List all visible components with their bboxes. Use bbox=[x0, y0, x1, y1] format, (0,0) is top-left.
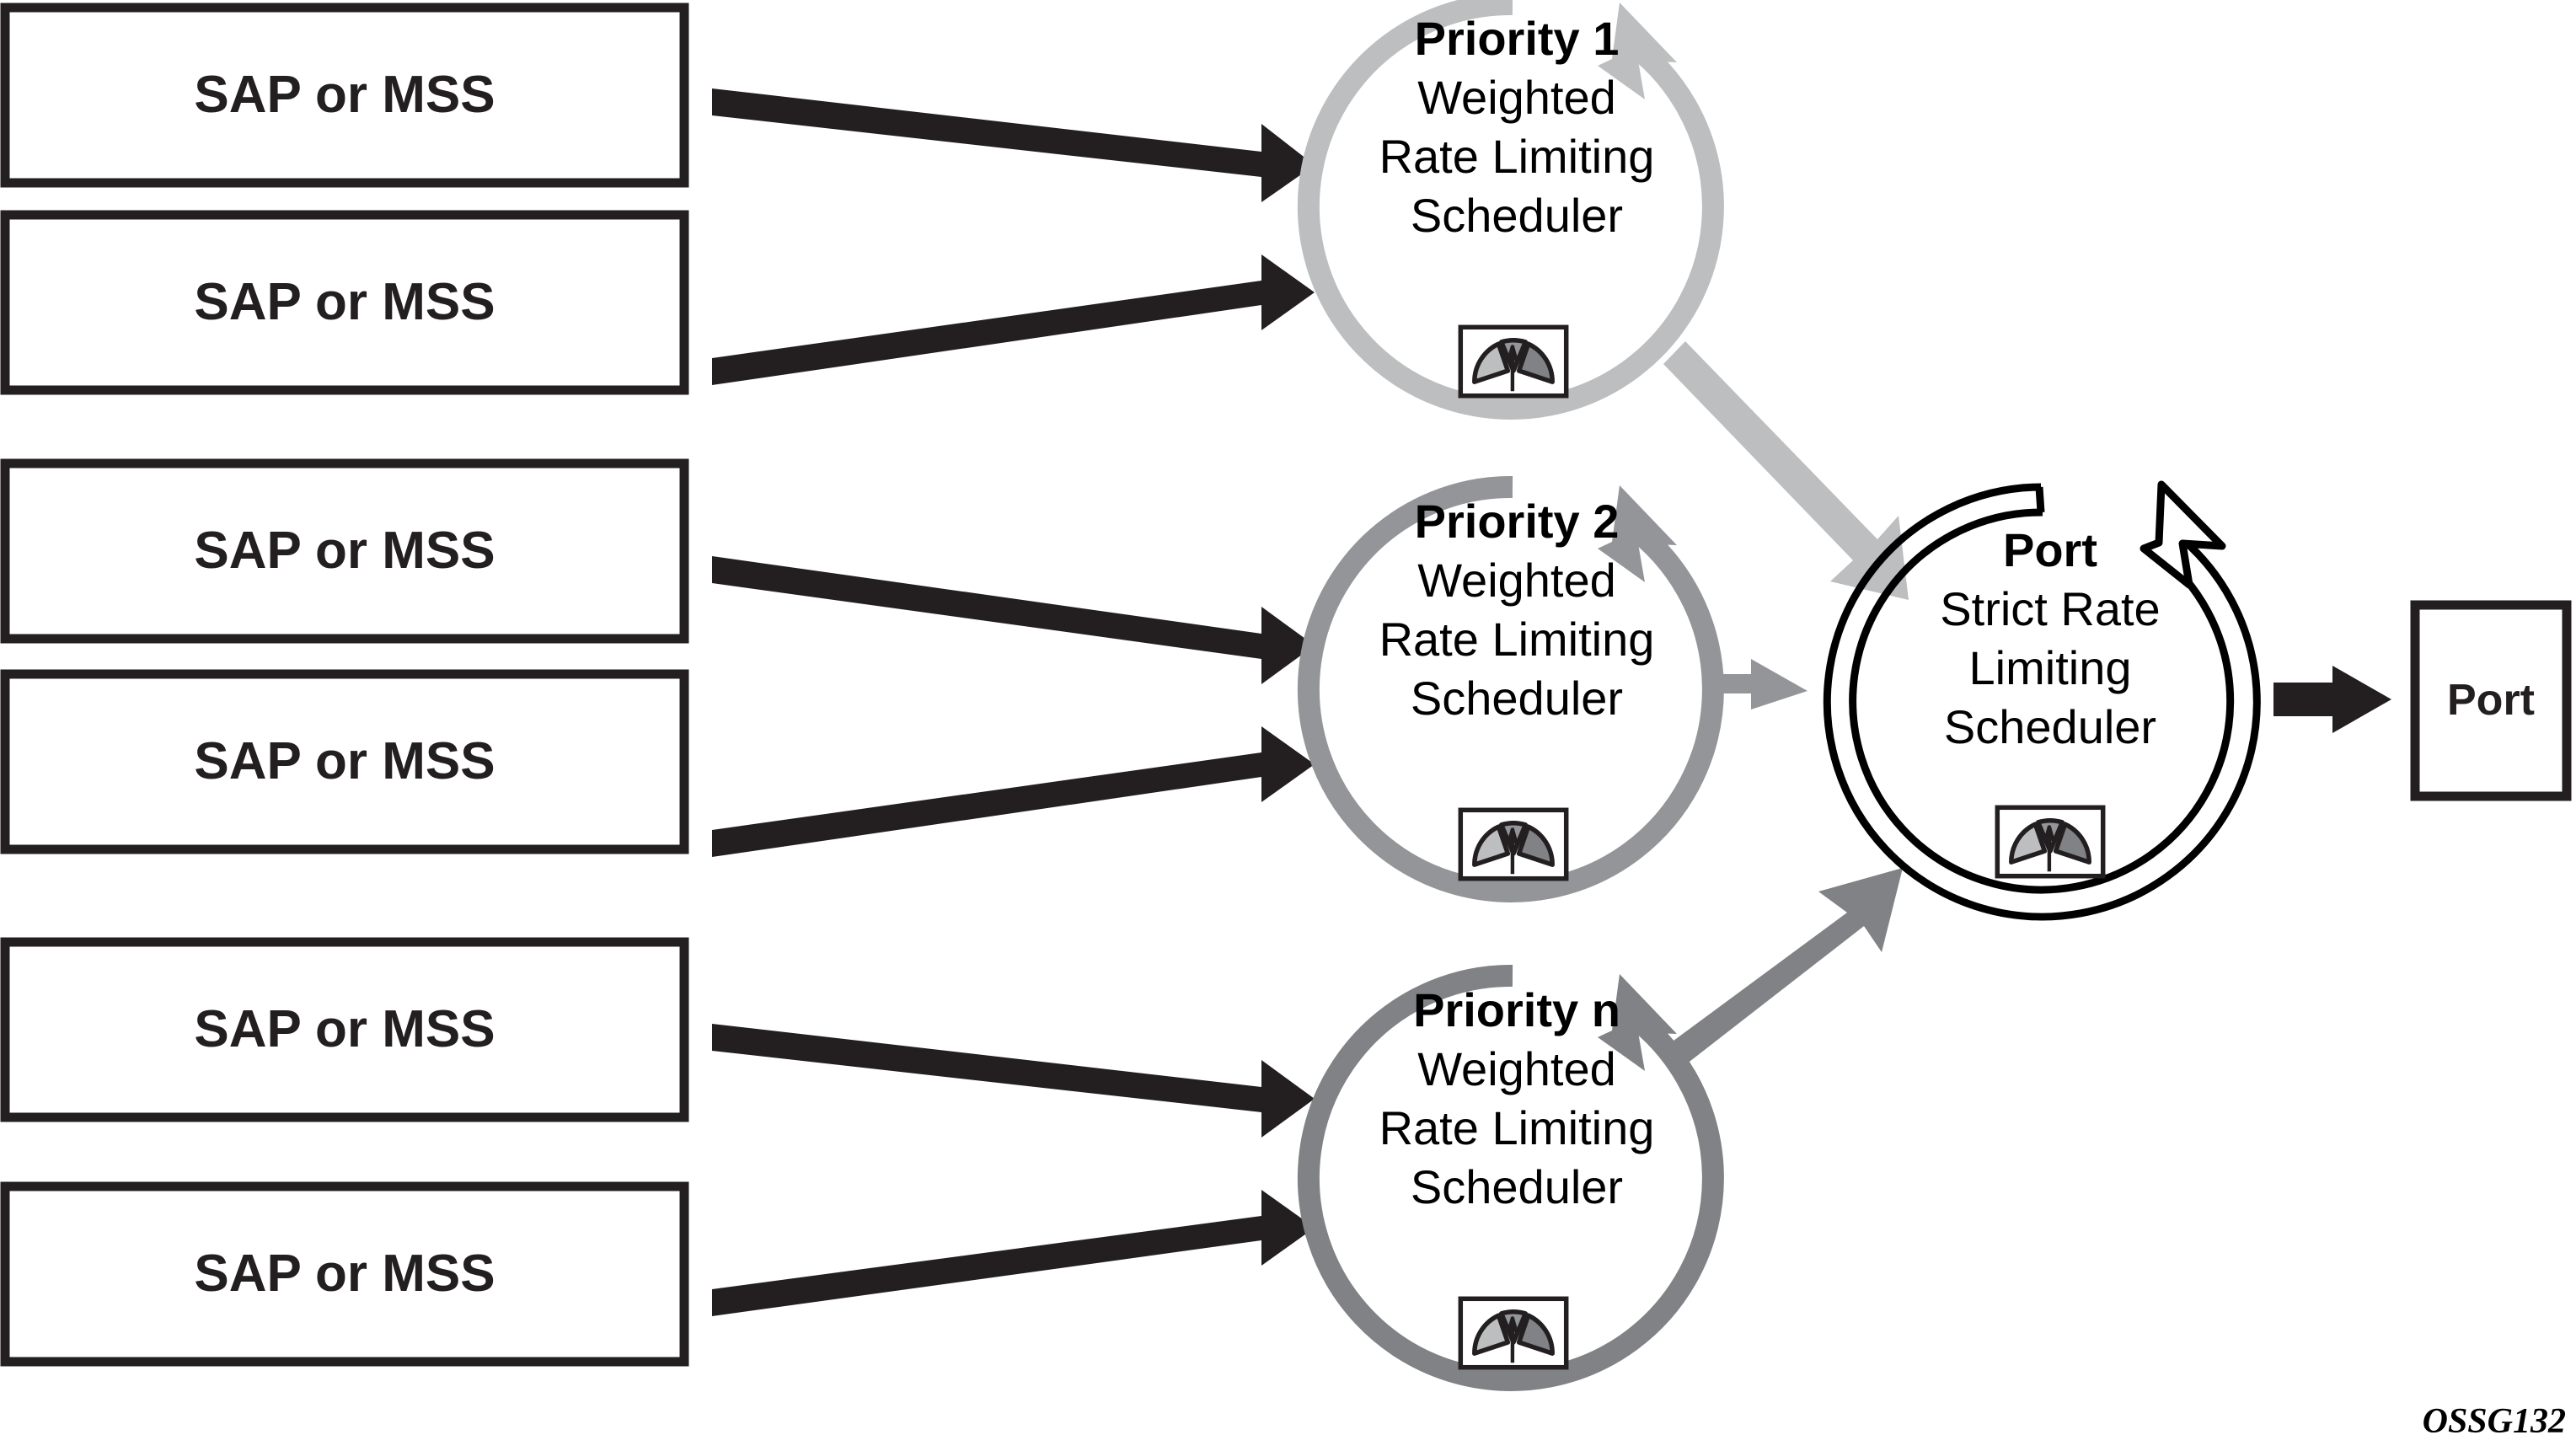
gauge-icon bbox=[1997, 807, 2102, 875]
priority-1-scheduler[interactable]: Priority 1 Weighted Rate Limiting Schedu… bbox=[1297, 0, 1724, 420]
feed-arrow-2 bbox=[712, 254, 1315, 385]
port-scheduler-line-1: Strict Rate bbox=[1940, 582, 2160, 635]
source-box-label: SAP or MSS bbox=[194, 732, 495, 790]
gauge-icon bbox=[1460, 1298, 1566, 1367]
priority-n-title: Priority n bbox=[1413, 983, 1620, 1036]
priority-1-line-3: Scheduler bbox=[1411, 189, 1623, 242]
priority-1-title: Priority 1 bbox=[1415, 12, 1620, 65]
feed-arrow-3 bbox=[712, 556, 1315, 684]
feed-arrow-5 bbox=[712, 1024, 1315, 1138]
priority-1-line-2: Rate Limiting bbox=[1379, 130, 1655, 183]
source-box-4[interactable]: SAP or MSS bbox=[0, 669, 689, 854]
port-scheduler-line-2: Limiting bbox=[1969, 641, 2132, 694]
gauge-icon bbox=[1460, 327, 1566, 395]
priority-2-line-2: Rate Limiting bbox=[1379, 613, 1655, 666]
port-scheduler-line-3: Scheduler bbox=[1944, 700, 2156, 753]
feed-arrow-4 bbox=[712, 726, 1315, 857]
priority2-to-port-arrow bbox=[1714, 659, 1807, 709]
source-box-3[interactable]: SAP or MSS bbox=[0, 458, 689, 644]
priority-2-title: Priority 2 bbox=[1415, 495, 1620, 548]
port-scheduler-title: Port bbox=[2003, 523, 2097, 576]
source-box-label: SAP or MSS bbox=[194, 1000, 495, 1058]
priority-n-line-3: Scheduler bbox=[1411, 1160, 1623, 1213]
priorityn-to-port-arrow bbox=[1670, 868, 1903, 1064]
priority-n-scheduler[interactable]: Priority n Weighted Rate Limiting Schedu… bbox=[1297, 964, 1724, 1391]
source-box-label: SAP or MSS bbox=[194, 66, 495, 124]
priority-n-line-2: Rate Limiting bbox=[1379, 1101, 1655, 1154]
priority-2-line-3: Scheduler bbox=[1411, 672, 1623, 725]
source-box-1[interactable]: SAP or MSS bbox=[0, 3, 689, 188]
source-box-5[interactable]: SAP or MSS bbox=[0, 937, 689, 1122]
priority-2-line-1: Weighted bbox=[1417, 554, 1616, 607]
figure-caption: OSSG132 bbox=[2423, 1402, 2566, 1441]
source-box-label: SAP or MSS bbox=[194, 1245, 495, 1303]
source-box-label: SAP or MSS bbox=[194, 522, 495, 580]
priority-2-scheduler[interactable]: Priority 2 Weighted Rate Limiting Schedu… bbox=[1297, 475, 1724, 902]
source-box-label: SAP or MSS bbox=[194, 273, 495, 331]
feed-arrow-1 bbox=[712, 88, 1315, 202]
source-box-2[interactable]: SAP or MSS bbox=[0, 210, 689, 395]
port-output-label: Port bbox=[2447, 676, 2535, 725]
port-output-box[interactable]: Port bbox=[2410, 600, 2572, 801]
gauge-icon bbox=[1460, 810, 1566, 878]
port-strict-scheduler[interactable]: Port Strict Rate Limiting Scheduler bbox=[1823, 480, 2261, 921]
port-output-arrow bbox=[2273, 666, 2391, 733]
feed-arrow-6 bbox=[712, 1190, 1315, 1316]
source-box-6[interactable]: SAP or MSS bbox=[0, 1181, 689, 1367]
priority1-to-port-arrow bbox=[1663, 341, 1909, 600]
priority-n-line-1: Weighted bbox=[1417, 1042, 1616, 1095]
priority-1-line-1: Weighted bbox=[1417, 71, 1616, 124]
